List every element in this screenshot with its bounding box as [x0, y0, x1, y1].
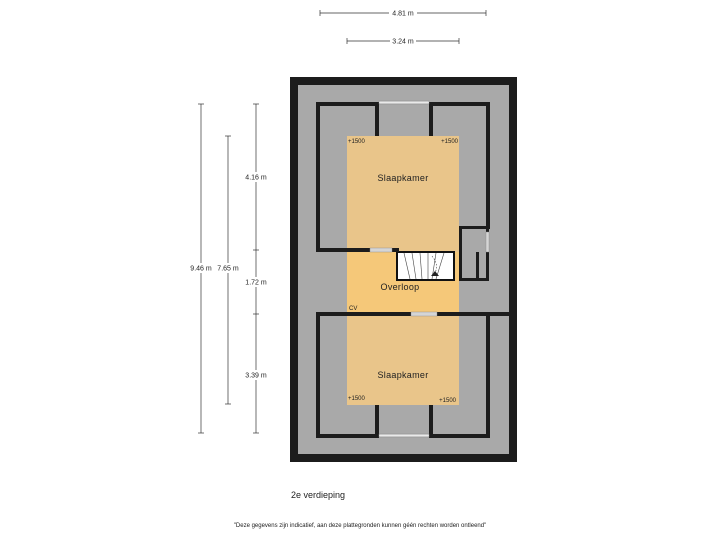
floor-label: 2e verdieping [291, 490, 346, 500]
room-slaapkamer-upper [347, 136, 459, 252]
dimension-seg-lower-label: 3.39 m [245, 373, 267, 380]
disclaimer: "Deze gegevens zijn indicatief, aan deze… [233, 523, 487, 529]
cv-label: CV [349, 306, 357, 312]
level-lower-left: +1500 [348, 396, 366, 402]
level-lower-right: +1500 [439, 398, 457, 404]
dimension-left-segments [253, 103, 259, 434]
stair-arrow-icon [431, 271, 439, 276]
dimension-top-inner-label: 3.24 m [392, 39, 414, 46]
room-label-slaapkamer-upper: Slaapkamer [377, 173, 428, 183]
room-label-slaapkamer-lower: Slaapkamer [377, 370, 428, 380]
room-slaapkamer-lower [347, 314, 459, 405]
stairwell [396, 251, 455, 281]
dimension-seg-middle-label: 1.72 m [245, 280, 267, 287]
window-lines [379, 102, 429, 436]
dimension-left-middle-label: 7.65 m [217, 266, 239, 273]
interior-walls [316, 102, 511, 438]
dimension-top-outer-label: 4.81 m [392, 11, 414, 18]
dimension-left-total-label: 9.46 m [190, 266, 212, 273]
room-label-overloop: Overloop [381, 282, 420, 292]
dimension-seg-upper-label: 4.16 m [245, 175, 267, 182]
level-upper-left: +1500 [348, 139, 366, 145]
level-upper-right: +1500 [441, 139, 459, 145]
